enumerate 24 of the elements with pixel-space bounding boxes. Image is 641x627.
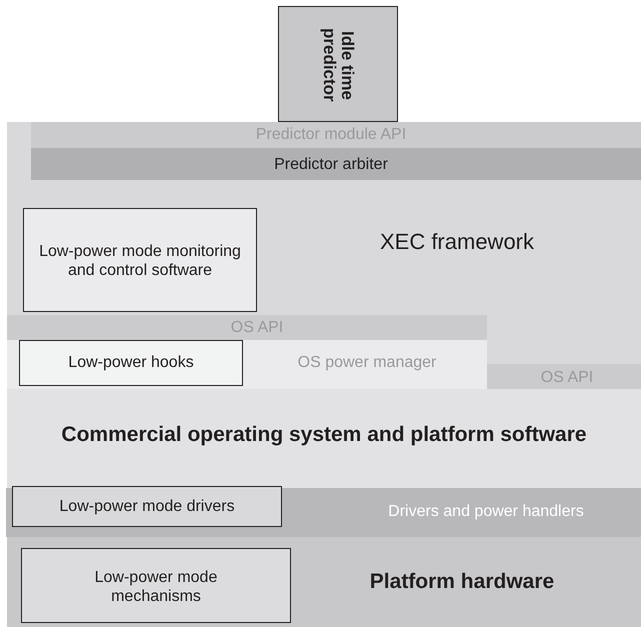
- api-band: [487, 364, 641, 389]
- layer-label: XEC framework: [378, 228, 536, 256]
- arbiter-band: [31, 148, 641, 180]
- software-box: [23, 208, 257, 312]
- power-manager-band: [7, 340, 487, 389]
- hardware-layer: [7, 537, 641, 627]
- drivers-band: [6, 488, 641, 537]
- os-layer: [7, 389, 641, 488]
- hooks-box: [19, 340, 243, 386]
- layer-label: Low-power hooks: [67, 353, 195, 374]
- layer-label: Drivers and power handlers: [387, 502, 585, 522]
- layer-label: Low-power mode monitoring and control software: [38, 242, 242, 281]
- api-band: [31, 122, 641, 148]
- api-band: [7, 315, 487, 340]
- layer-label: Idle time predictor: [320, 27, 356, 104]
- mechanisms-box: [21, 548, 291, 623]
- layer-label: Low-power mode drivers: [58, 497, 236, 518]
- layer-label: Commercial operating system and platform software: [60, 422, 588, 448]
- layer-label: OS power manager: [296, 353, 438, 374]
- component-box: [278, 6, 398, 122]
- layer-label: Low-power mode mechanisms: [94, 568, 218, 607]
- layer-label: Predictor arbiter: [273, 155, 389, 176]
- drivers-box: [12, 486, 282, 527]
- layer-label: Platform hardware: [368, 569, 556, 596]
